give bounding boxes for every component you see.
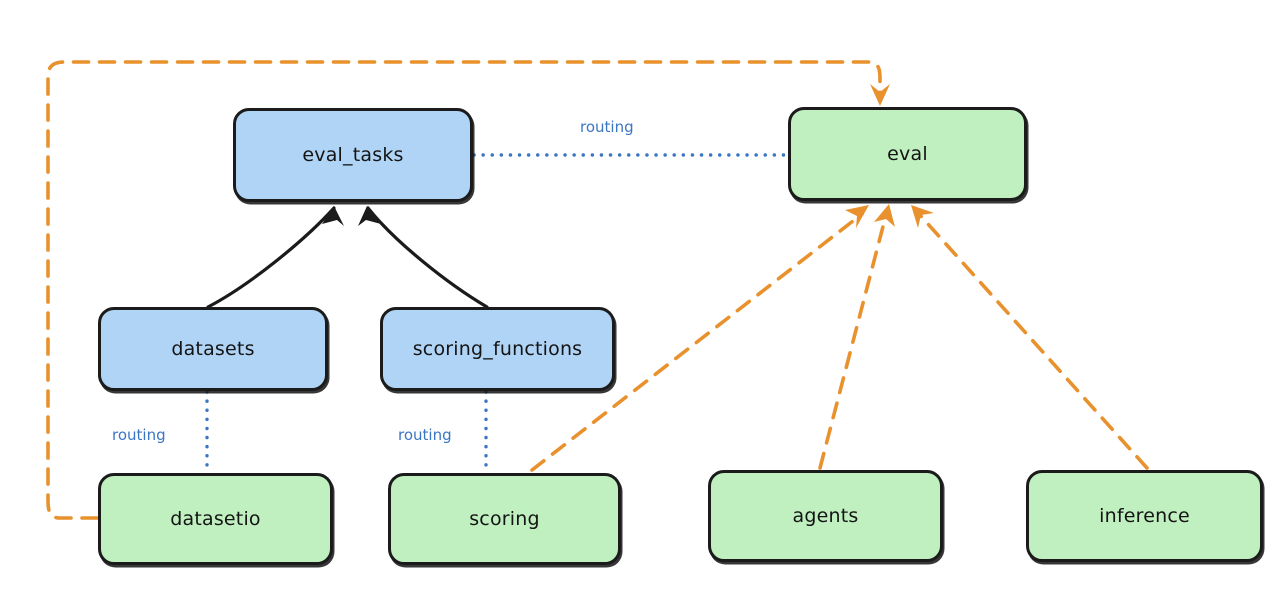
node-datasets-label: datasets	[171, 338, 255, 360]
edge-scoring-to-eval	[530, 205, 869, 472]
node-eval-tasks-label: eval_tasks	[302, 144, 404, 166]
node-eval-label: eval	[887, 143, 928, 165]
node-datasetio[interactable]: datasetio	[98, 473, 333, 565]
node-agents-label: agents	[792, 505, 859, 527]
edge-label-routing-datasets-datasetio: routing	[112, 426, 166, 444]
edge-scoring-functions-to-eval-tasks	[358, 206, 489, 309]
edge-label-routing-eval-tasks-eval: routing	[580, 118, 634, 136]
node-scoring-label: scoring	[469, 508, 540, 530]
node-agents[interactable]: agents	[708, 470, 943, 562]
node-eval-tasks[interactable]: eval_tasks	[233, 108, 473, 202]
node-inference[interactable]: inference	[1026, 470, 1263, 562]
node-inference-label: inference	[1099, 505, 1190, 527]
node-datasets[interactable]: datasets	[98, 307, 328, 391]
edge-inference-to-eval	[911, 205, 1149, 470]
node-scoring-functions[interactable]: scoring_functions	[380, 307, 615, 391]
node-eval[interactable]: eval	[788, 107, 1027, 201]
node-scoring-functions-label: scoring_functions	[412, 338, 583, 360]
edge-label-routing-scoring-functions-scoring: routing	[398, 426, 452, 444]
edge-datasetio-to-eval	[46, 60, 890, 520]
node-scoring[interactable]: scoring	[388, 473, 621, 565]
node-datasetio-label: datasetio	[170, 508, 261, 530]
edge-agents-to-eval	[818, 204, 895, 470]
edge-datasets-to-eval-tasks	[206, 206, 344, 309]
